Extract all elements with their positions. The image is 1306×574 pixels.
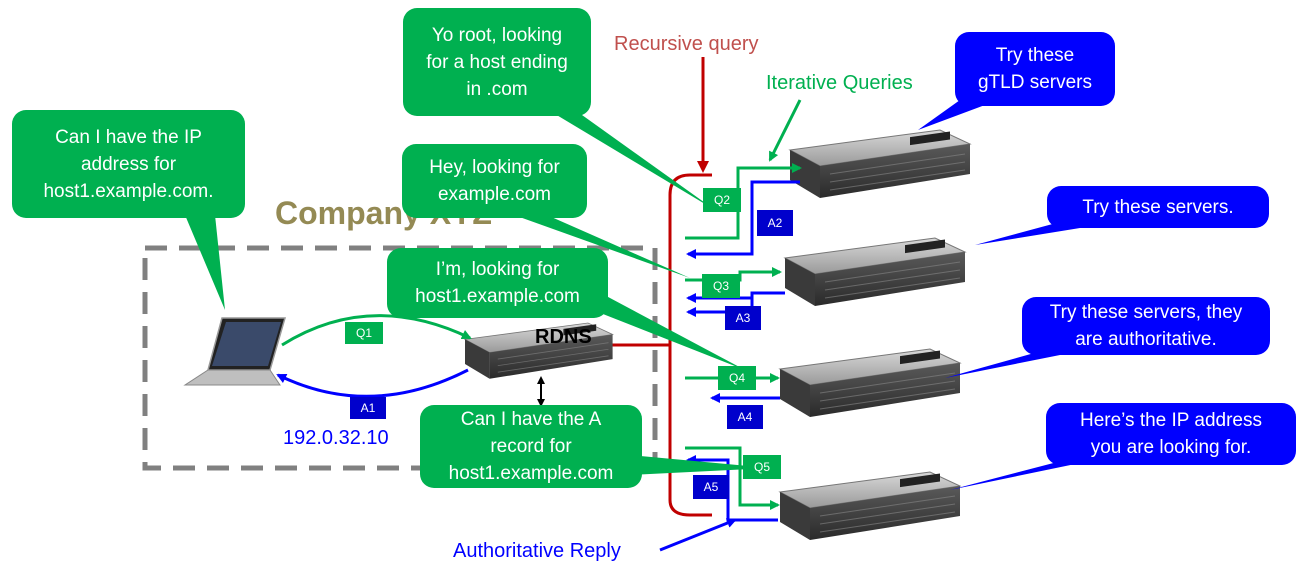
bubble-line: host1.example.com [448, 463, 614, 484]
bubble-line: I’m, looking for [435, 259, 560, 280]
a1-arrow [276, 368, 469, 398]
servers-reply-bubble: Try these servers. [1047, 186, 1269, 228]
laptop-icon [183, 317, 286, 386]
q1-arrow [281, 314, 472, 347]
root-server-icon [789, 129, 971, 199]
q1-tag: Q1 [345, 322, 383, 344]
bubble-line: Can I have the A [460, 409, 602, 430]
root-bubble-tail [540, 105, 715, 210]
a-record-bubble: Can I have the A record for host1.exampl… [420, 405, 642, 488]
q4-tag: Q4 [718, 366, 756, 390]
gtld-reply-bubble: Try these gTLD servers [955, 32, 1115, 106]
ip-address-label: 192.0.32.10 [283, 427, 389, 449]
arecord-bubble-tail [630, 455, 770, 475]
ip-reply-bubble: Here’s the IP address you are looking fo… [1046, 403, 1296, 465]
bubble-line: Yo root, looking [431, 24, 563, 46]
iterative-pointer [768, 99, 802, 162]
authoritative-pointer [659, 518, 737, 552]
bubble-line: Can I have the IP [55, 126, 202, 148]
gtld-reply-tail [918, 100, 985, 130]
rdns-label: RDNS [535, 326, 592, 348]
root-query-bubble: Yo root, looking for a host ending in .c… [403, 8, 591, 116]
servers-reply-tail [975, 222, 1080, 245]
client-bubble-tail [185, 215, 225, 310]
bubble-line: example.com [437, 184, 551, 205]
a2-tag: A2 [757, 210, 793, 236]
authoritative-server-icon [779, 348, 961, 418]
bubble-line: Try these servers, they [1049, 302, 1243, 323]
gtld-bubble-tail [500, 210, 690, 278]
authoritative-servers-bubble: Try these servers, they are authoritativ… [1022, 297, 1270, 355]
a5-tag: A5 [693, 475, 729, 499]
a1-tag: A1 [350, 397, 386, 419]
a2-arrow [686, 180, 800, 259]
bubble-line: Try these [995, 45, 1075, 66]
q3-tag: Q3 [702, 274, 740, 298]
bubble-line: you are looking for. [1090, 437, 1252, 458]
authoritative-reply-label: Authoritative Reply [453, 540, 621, 562]
ip-reply-tail [950, 460, 1085, 490]
bubble-line: are authoritative. [1075, 329, 1217, 350]
bubble-line: Here’s the IP address [1079, 410, 1262, 431]
bubble-line: in .com [466, 78, 528, 100]
bubble-line: gTLD servers [977, 72, 1093, 93]
iterative-queries-label: Iterative Queries [766, 72, 913, 94]
q5-tag: Q5 [743, 455, 781, 479]
bubble-line: record for [490, 436, 572, 457]
bubble-line: address for [80, 153, 177, 175]
bubble-line: Hey, looking for [429, 157, 560, 178]
a4-tag: A4 [727, 405, 763, 429]
authoritative-query-bubble: I’m, looking for host1.example.com [387, 248, 608, 318]
a3-tag: A3 [725, 306, 761, 330]
host-server-icon [779, 471, 961, 541]
gtld-query-bubble: Hey, looking for example.com [402, 144, 587, 218]
bubble-line: Try these servers. [1082, 196, 1234, 218]
q5-arrow [685, 446, 780, 510]
recursive-query-label: Recursive query [614, 33, 759, 55]
bubble-line: host1.example.com. [43, 180, 214, 202]
client-question-bubble: Can I have the IP address for host1.exam… [12, 110, 245, 218]
recursive-path [605, 57, 712, 517]
bubble-line: for a host ending [426, 51, 568, 73]
bubble-line: host1.example.com [415, 286, 580, 307]
gtld-server-icon [784, 237, 966, 307]
auth-bubble-tail [580, 290, 745, 370]
authoritative-reply-tail [945, 350, 1060, 378]
q2-tag: Q2 [703, 188, 741, 212]
